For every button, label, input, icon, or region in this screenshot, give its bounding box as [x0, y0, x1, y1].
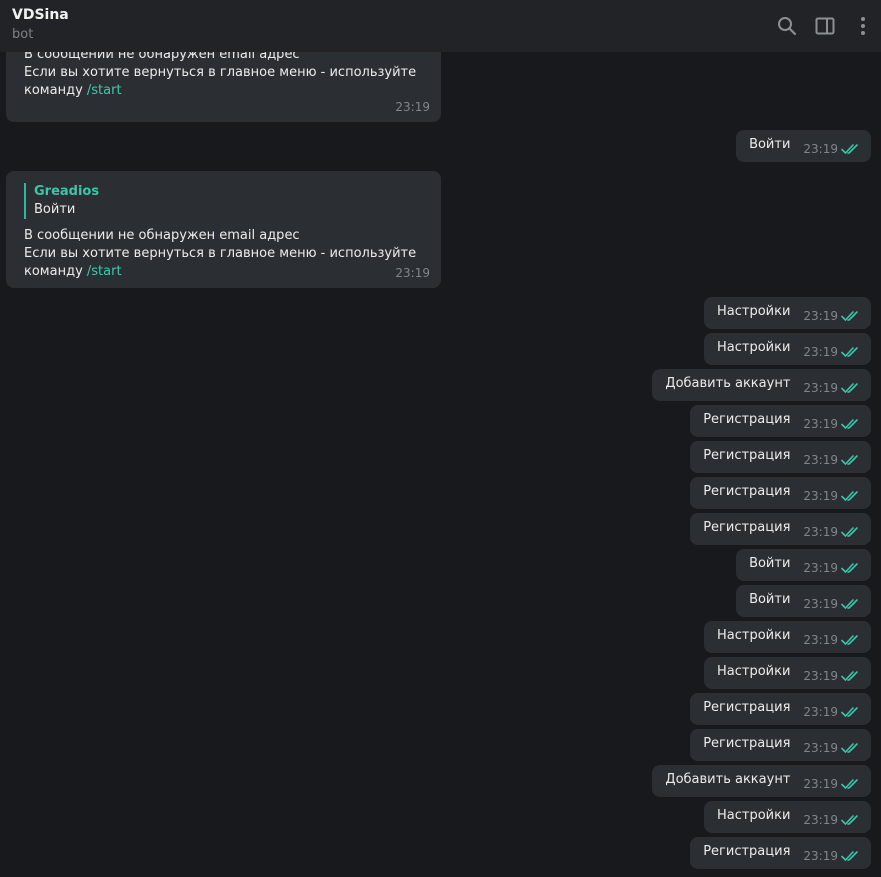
read-checkmarks-icon [841, 743, 858, 753]
message-time: 23:19 [803, 705, 838, 719]
message-time: 23:19 [803, 309, 838, 323]
message-text: Регистрация [703, 447, 791, 463]
reply-text: Войти [34, 202, 76, 217]
message-text: Регистрация [703, 411, 791, 427]
message-time: 23:19 [803, 525, 838, 539]
message-text: команду [24, 264, 87, 279]
read-checkmarks-icon [841, 144, 858, 154]
message-time: 23:19 [803, 345, 838, 359]
read-checkmarks-icon [841, 311, 858, 321]
message-text: Добавить аккаунт [665, 771, 791, 787]
message-time: 23:19 [803, 813, 838, 827]
outgoing-message: Настройки 23:19 [703, 657, 871, 689]
incoming-message: В сообщении не обнаружен email адрес Есл… [6, 52, 441, 122]
message-line: В сообщении не обнаружен email адрес [24, 52, 300, 62]
outgoing-message: Войти 23:19 [736, 585, 871, 617]
outgoing-message: Настройки 23:19 [703, 333, 871, 365]
outgoing-message: Регистрация 23:19 [690, 837, 871, 869]
message-text: Настройки [716, 339, 791, 355]
outgoing-message: Войти 23:19 [736, 549, 871, 581]
message-body: В сообщении не обнаружен email адрес Есл… [24, 227, 429, 281]
read-checkmarks-icon [841, 491, 858, 501]
outgoing-message: Регистрация 23:19 [690, 441, 871, 473]
chat-header: VDSina bot [0, 0, 881, 52]
read-checkmarks-icon [841, 851, 858, 861]
outgoing-message: Регистрация 23:19 [690, 405, 871, 437]
read-checkmarks-icon [841, 455, 858, 465]
outgoing-message: Настройки 23:19 [703, 801, 871, 833]
read-checkmarks-icon [841, 527, 858, 537]
outgoing-message: Настройки 23:19 [703, 297, 871, 329]
message-line: Если вы хотите вернуться в главное меню … [24, 65, 417, 80]
read-checkmarks-icon [841, 599, 858, 609]
outgoing-message: Добавить аккаунт 23:19 [652, 369, 871, 401]
message-time: 23:19 [803, 381, 838, 395]
read-checkmarks-icon [841, 383, 858, 393]
read-checkmarks-icon [841, 635, 858, 645]
chat-subtitle: bot [12, 27, 34, 42]
message-text: Настройки [716, 807, 791, 823]
more-vertical-icon[interactable] [850, 13, 876, 39]
message-time: 23:19 [803, 453, 838, 467]
outgoing-message: Регистрация 23:19 [690, 729, 871, 761]
message-text: Регистрация [703, 735, 791, 751]
message-list[interactable]: В сообщении не обнаружен email адрес Есл… [0, 52, 881, 877]
outgoing-message: Войти 23:19 [736, 130, 871, 162]
read-checkmarks-icon [841, 707, 858, 717]
message-time: 23:19 [395, 266, 430, 280]
message-text: Настройки [716, 663, 791, 679]
message-body: В сообщении не обнаружен email адрес Есл… [24, 52, 429, 100]
message-time: 23:19 [803, 633, 838, 647]
outgoing-message: Добавить аккаунт 23:19 [652, 765, 871, 797]
message-text: Регистрация [703, 519, 791, 535]
incoming-message: Greadios Войти В сообщении не обнаружен … [6, 171, 441, 288]
message-text: Войти [749, 136, 791, 152]
message-time: 23:19 [803, 669, 838, 683]
chat-title[interactable]: VDSina [12, 7, 69, 23]
read-checkmarks-icon [841, 815, 858, 825]
message-time: 23:19 [395, 100, 430, 114]
message-text: Настройки [716, 627, 791, 643]
message-time: 23:19 [803, 489, 838, 503]
outgoing-message: Регистрация 23:19 [690, 693, 871, 725]
start-command-link[interactable]: /start [86, 264, 122, 279]
read-checkmarks-icon [841, 419, 858, 429]
read-checkmarks-icon [841, 779, 858, 789]
message-line: команду /start [24, 82, 429, 100]
message-time: 23:19 [803, 741, 838, 755]
message-line: команду /start [24, 263, 429, 281]
message-text: Добавить аккаунт [665, 375, 791, 391]
message-time: 23:19 [803, 417, 838, 431]
message-text: Войти [749, 555, 791, 571]
start-command-link[interactable]: /start [86, 83, 122, 98]
message-text: Настройки [716, 303, 791, 319]
message-time: 23:19 [803, 597, 838, 611]
reply-author: Greadios [34, 184, 100, 199]
reply-quote[interactable]: Greadios Войти [24, 183, 429, 219]
message-text: Регистрация [703, 699, 791, 715]
message-line: В сообщении не обнаружен email адрес [24, 228, 300, 243]
message-time: 23:19 [803, 777, 838, 791]
outgoing-message: Регистрация 23:19 [690, 513, 871, 545]
read-checkmarks-icon [841, 347, 858, 357]
outgoing-message: Настройки 23:19 [703, 621, 871, 653]
outgoing-message: Регистрация 23:19 [690, 477, 871, 509]
message-time: 23:19 [803, 561, 838, 575]
sidebar-toggle-icon[interactable] [812, 13, 838, 39]
message-text: Регистрация [703, 843, 791, 859]
read-checkmarks-icon [841, 671, 858, 681]
message-time: 23:19 [803, 849, 838, 863]
message-text: Войти [749, 591, 791, 607]
read-checkmarks-icon [841, 563, 858, 573]
message-text: Регистрация [703, 483, 791, 499]
message-text: команду [24, 83, 87, 98]
message-line: Если вы хотите вернуться в главное меню … [24, 246, 417, 261]
message-time: 23:19 [803, 142, 838, 156]
search-icon[interactable] [774, 13, 800, 39]
